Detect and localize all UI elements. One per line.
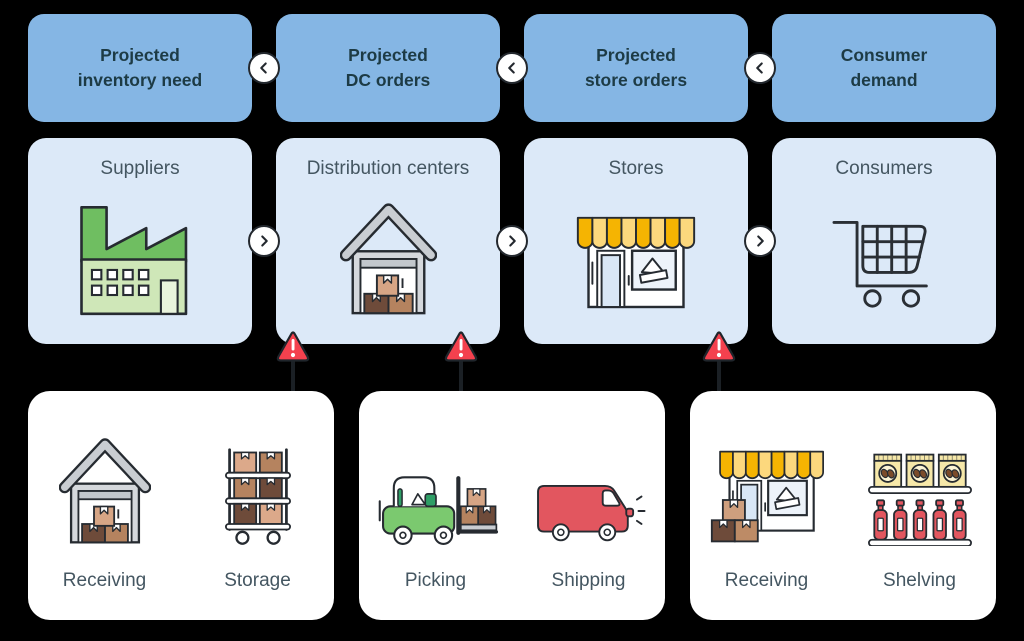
- process-cell-picking: Picking: [359, 391, 512, 620]
- process-cell-shelving: Shelving: [843, 391, 996, 620]
- flow-connector-mid-2: [496, 225, 528, 257]
- top-box-projected-dc-orders: Projected DC orders: [276, 14, 500, 122]
- process-cell-store-receiving: Receiving: [690, 391, 843, 620]
- top-box-label: Projected inventory need: [77, 44, 203, 90]
- warning-drop-line: [291, 360, 295, 392]
- flow-connector-top-1: [248, 52, 280, 84]
- mid-box-label: Suppliers: [100, 158, 180, 179]
- warning-triangle-icon: [702, 331, 736, 362]
- mid-box-label: Stores: [608, 158, 664, 179]
- flow-connector-top-3: [744, 52, 776, 84]
- warning-drop-line: [459, 360, 463, 392]
- card-dc-inbound: Receiving Storage: [28, 391, 334, 620]
- process-label: Receiving: [62, 570, 147, 591]
- process-cell-shipping: Shipping: [512, 391, 665, 620]
- shopping-cart-icon: [832, 220, 928, 308]
- process-label: Shelving: [883, 570, 956, 591]
- card-store-operations: Receiving Shelving: [690, 391, 996, 620]
- storage-rack-icon: [224, 448, 291, 546]
- chevron-left-icon: [260, 62, 267, 74]
- process-label: Storage: [224, 570, 291, 591]
- mid-box-label: Distribution centers: [306, 158, 470, 179]
- storefront-icon: [576, 216, 696, 308]
- mid-box-distribution-centers: Distribution centers: [276, 138, 500, 344]
- chevron-right-icon: [509, 235, 516, 247]
- warehouse-icon: [340, 201, 437, 317]
- process-label: Shipping: [551, 570, 626, 591]
- chevron-right-icon: [757, 235, 764, 247]
- chevron-left-icon: [508, 62, 515, 74]
- process-label: Picking: [404, 570, 467, 591]
- process-label: Receiving: [724, 570, 809, 591]
- top-box-label: Projected DC orders: [345, 44, 431, 90]
- chevron-left-icon: [756, 62, 763, 74]
- mid-box-label: Consumers: [835, 158, 933, 179]
- store-receiving-icon: [706, 443, 828, 546]
- warning-triangle-icon: [276, 331, 310, 362]
- delivery-van-icon: [536, 484, 645, 542]
- flow-connector-top-2: [496, 52, 528, 84]
- forklift-icon: [373, 455, 499, 546]
- flow-connector-mid-3: [744, 225, 776, 257]
- warning-drop-line: [717, 360, 721, 392]
- top-box-label: Consumer demand: [840, 44, 928, 90]
- process-cell-receiving: Receiving: [28, 391, 181, 620]
- chevron-right-icon: [261, 235, 268, 247]
- top-box-projected-inventory-need: Projected inventory need: [28, 14, 252, 122]
- shelf-products-icon: [867, 453, 972, 546]
- top-box-label: Projected store orders: [584, 44, 688, 90]
- mid-box-consumers: Consumers: [772, 138, 996, 344]
- flow-connector-mid-1: [248, 225, 280, 257]
- mid-box-stores: Stores: [524, 138, 748, 344]
- factory-icon: [80, 205, 188, 315]
- top-box-consumer-demand: Consumer demand: [772, 14, 996, 122]
- card-dc-outbound: Picking Shipping: [359, 391, 665, 620]
- mid-box-suppliers: Suppliers: [28, 138, 252, 344]
- process-cell-storage: Storage: [181, 391, 334, 620]
- warning-triangle-icon: [444, 331, 478, 362]
- warehouse-icon: [59, 436, 151, 546]
- top-box-projected-store-orders: Projected store orders: [524, 14, 748, 122]
